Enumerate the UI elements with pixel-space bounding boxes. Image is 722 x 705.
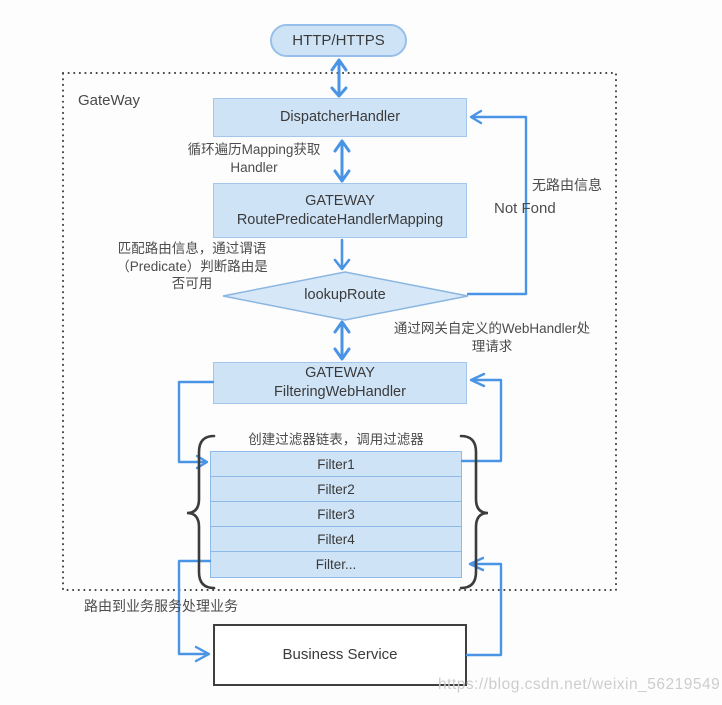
filter-row: Filter3 <box>211 502 461 527</box>
filter-chain: Filter1 Filter2 Filter3 Filter4 Filter..… <box>210 451 462 578</box>
filter-row: Filter4 <box>211 527 461 552</box>
arrow-lookup-filtering <box>333 320 351 361</box>
annotation-match-route: 匹配路由信息，通过谓语 （Predicate）判断路由是 否可用 <box>116 241 268 292</box>
right-brace <box>459 434 489 590</box>
annotation-loop-mapping: 循环遍历Mapping获取 Handler <box>187 142 321 175</box>
filter-chain-title: 创建过滤器链表，调用过滤器 <box>248 432 424 447</box>
filter-row: Filter2 <box>211 477 461 502</box>
arrow-filters-to-filtering <box>460 372 503 463</box>
arrow-routemapping-lookup <box>333 238 351 271</box>
node-http: HTTP/HTTPS <box>270 24 407 57</box>
arrow-business-to-filters <box>465 556 503 657</box>
arrow-filtering-to-filters <box>177 380 215 470</box>
node-business-service: Business Service <box>213 624 467 686</box>
node-dispatcher-handler: DispatcherHandler <box>213 98 467 137</box>
annotation-web-handler: 通过网关自定义的WebHandler处 理请求 <box>393 321 591 354</box>
node-route-predicate-handler-mapping: GATEWAY RoutePredicateHandlerMapping <box>213 183 467 238</box>
arrow-http-dispatcher <box>330 58 348 98</box>
filter-row: Filter1 <box>211 452 461 477</box>
gateway-container-label: GateWay <box>78 92 140 109</box>
filter-row: Filter... <box>211 552 461 577</box>
annotation-not-fond: Not Fond <box>494 200 556 217</box>
csdn-watermark: https://blog.csdn.net/weixin_56219549 <box>438 676 721 693</box>
annotation-no-route-cn: 无路由信息 <box>532 177 602 193</box>
annotation-route-to-business: 路由到业务服务处理业务 <box>84 598 238 614</box>
node-filtering-web-handler: GATEWAY FilteringWebHandler <box>213 362 467 404</box>
